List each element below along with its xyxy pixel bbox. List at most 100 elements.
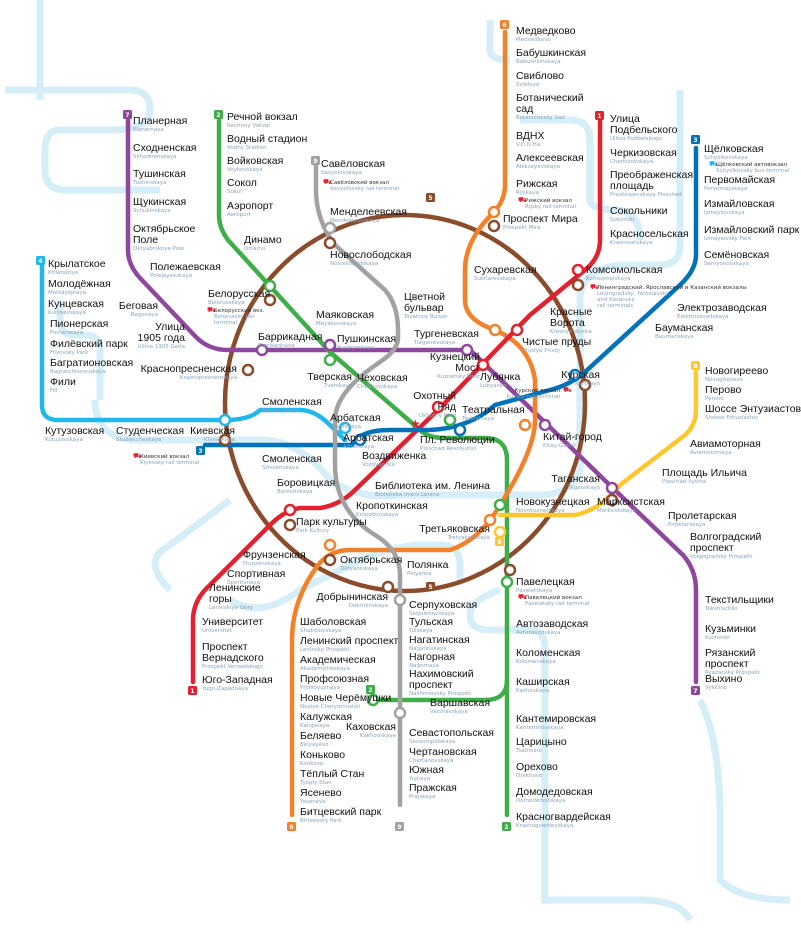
station-vykhino[interactable]: ВыхиноVykhino	[705, 673, 742, 691]
station-krilatskoye[interactable]: КрылатскоеKrilatskoye	[48, 258, 106, 276]
station-sukharevskaya[interactable]: СухаревскаяSukharevskaya	[474, 264, 537, 282]
station-domodedovskaya[interactable]: ДомодедовскаяDomodedovskaya	[516, 786, 593, 804]
station-semyonovskaya[interactable]: СемёновскаяSemyonovskaya	[704, 249, 769, 267]
station-noviye-cheryomushki[interactable]: Новые ЧерёмушкиNoviye Cheryomushki	[300, 692, 391, 710]
station-oktyabrskoye-pole[interactable]: ОктябрьскоеПолеOktyabrskoye Pole	[133, 223, 195, 252]
station-ulitsa-1905-goda[interactable]: Улица1905 годаUlitsa 1905 Goda	[138, 321, 186, 350]
station-serpukhovskaya[interactable]: СерпуховскаяSerpukhovskaya	[409, 599, 477, 617]
station-frunzenskaya[interactable]: ФрунзенскаяFrunzenskaya	[243, 549, 306, 567]
station-shabolovskaya[interactable]: ШаболовскаяShabolovskaya	[300, 616, 366, 634]
station-nakhimovsky-prospekt[interactable]: НахимовскийпроспектNakhimovsky Prospekt	[409, 668, 474, 697]
station-tulskaya[interactable]: ТульскаяTulskaya	[408, 616, 453, 634]
station-tyoply-stan[interactable]: Тёплый СтанTyoply Stan	[299, 768, 365, 786]
station-novoslobodskaya[interactable]: НовослободскаяNovoslobodskaya	[330, 249, 411, 267]
station-paveletskaya[interactable]: ПавелецкаяPaveletskaya	[516, 576, 575, 594]
station-chistye-prudy[interactable]: Чистые прудыChistye Prudy	[522, 336, 591, 354]
station-aviamotornaya[interactable]: АвиамоторнаяAviamotornaya	[690, 438, 761, 456]
station-bagratchionovskaya[interactable]: БагратионовскаяBagratchionovskaya	[50, 357, 133, 375]
station-krasnopresnenskaya[interactable]: КраснопресненскаяKrasnopresnenskaya	[141, 363, 237, 381]
station-sviblovo[interactable]: СвибловоSviblovo	[516, 70, 564, 88]
station-marksistskaya[interactable]: МарксистскаяMarksistskaya	[597, 496, 665, 514]
station-baumanskaya[interactable]: БауманскаяBaumanskaya	[655, 322, 713, 340]
station-teatralnaya[interactable]: ТеатральнаяTeatralnaya	[461, 404, 525, 422]
station-pervomayskaya[interactable]: ПервомайскаяPervomayskaya	[704, 174, 775, 192]
station-sevastopolskaya[interactable]: СевастопольскаяSevastopolskaya	[409, 727, 494, 745]
station-sokolniki[interactable]: СокольникиSokolniki	[610, 205, 668, 223]
station-schukinskaya[interactable]: ЩукинскаяSchukinskaya	[133, 196, 186, 214]
station-mendeleyevskaya[interactable]: МенделеевскаяMendeleyevskaya	[330, 206, 407, 224]
station-nagatinskaya[interactable]: НагатинскаяNagatinskaya	[409, 634, 470, 652]
station-novokuznetskaya[interactable]: НовокузнецкаяNovokuznetskaya	[516, 496, 590, 514]
station-profsoyuznaya[interactable]: ПрофсоюзнаяProfsoyuznaya	[300, 673, 369, 691]
station-krasnogvardeyskaya[interactable]: КрасногвардейскаяKrasnogvardeyskaya	[516, 811, 611, 829]
station-orekhovo[interactable]: ОреховоOrekhovo	[516, 761, 558, 779]
station-kuntsevskaya[interactable]: КунцевскаяKuntsevskaya	[48, 298, 104, 316]
station-krasnoselskaya[interactable]: КрасносельскаяKrasnoselskaya	[610, 228, 689, 246]
station-arbatskaya[interactable]: АрбатскаяArbatskaya	[343, 432, 394, 450]
station-mayakovskaya[interactable]: МаяковскаяMayakovskaya	[316, 309, 374, 327]
station-preobrajenskaya-ploschad[interactable]: ПреображенскаяплощадьPreobrajenskaya Plo…	[610, 169, 693, 198]
station-elektrozavodskaya[interactable]: ЭлектрозаводскаяElektrozavodskaya	[677, 302, 767, 320]
station-kakhovskaya[interactable]: КаховскаяKakhovskaya	[346, 721, 396, 739]
station-alekseyevskaya[interactable]: АлексеевскаяAlekseyevskaya	[516, 152, 584, 170]
station-kutuzovskaya[interactable]: КутузовскаяKutuzovskaya	[45, 425, 104, 443]
station-volgogradsky-prospekt[interactable]: ВолгоградскийпроспектVolgogradsky Prospe…	[690, 531, 762, 560]
station-leninskiye-gory[interactable]: ЛенинскиегорыLeninskiye Gory	[209, 582, 261, 611]
station-dinamo[interactable]: ДинамоDinamo	[244, 234, 282, 252]
station-yujnaya[interactable]: ЮжнаяYujnaya	[408, 764, 444, 782]
station-izmaylovsky-park[interactable]: Измайловский паркIzmaylovsky Park	[704, 224, 800, 242]
station-tsaritsino[interactable]: ЦарицыноTsaritsino	[515, 736, 567, 754]
station-yasenevo[interactable]: ЯсеневоYasenevo	[299, 787, 342, 805]
station-novogireyevo[interactable]: НовогиреевоNovogireyevo	[705, 365, 768, 383]
station-planernaya[interactable]: ПланернаяPlanernaya	[133, 115, 187, 133]
station-skhodnenskaya[interactable]: СходненскаяSkhodnenskaya	[133, 142, 197, 160]
station-chekhovskaya[interactable]: ЧеховскаяChekhovskaya	[357, 372, 408, 390]
station-pionerskaya[interactable]: ПионерскаяPionerskaya	[50, 318, 108, 336]
station-prospekt-mira[interactable]: Проспект МираProspekt Mira	[503, 213, 578, 231]
station-fili[interactable]: ФилиFili	[50, 376, 76, 394]
station-sportivnaya[interactable]: СпортивнаяSportivnaya	[227, 568, 285, 586]
station-tsvetnoy-bulvar[interactable]: ЦветнойбульварTsvetnoy Bulvar	[403, 291, 448, 320]
station-v-d-n-ha-[interactable]: ВДНХV.D.N.Ha.	[516, 130, 544, 148]
station-ryazansky-prospekt[interactable]: РязанскийпроспектRyazansky Prospekt	[705, 647, 760, 676]
station-filyovsky-park[interactable]: Филёвский паркFilyovsky Park	[50, 338, 128, 356]
station-prajskaya[interactable]: ПражскаяPrajskaya	[409, 782, 457, 800]
station-kitay-gorod[interactable]: Китай-городKitay-Gorod	[543, 431, 602, 449]
station-bittsevsky-park[interactable]: Битцевский паркBittsevsky Park	[300, 806, 382, 824]
station-chertanovskaya[interactable]: ЧертановскаяChertanovskaya	[409, 746, 477, 764]
station-yugo-zapadnaya[interactable]: Юго-ЗападнаяYugo-Zapadnaya	[201, 674, 273, 692]
station-aeroport[interactable]: АэропортAeroport	[227, 200, 273, 218]
station-savyolovskaya[interactable]: СавёловскаяSavyolovskaya	[321, 158, 385, 176]
station-arbatskaya[interactable]: АрбатскаяArbatskaya	[330, 412, 381, 430]
station-voykovskaya[interactable]: ВойковскаяVoykovskaya	[227, 155, 283, 173]
station-rechnoy-vokzal[interactable]: Речной вокзалRechnoy Vokzal	[227, 111, 298, 129]
station-vodny-stadion[interactable]: Водный стадионVodny Stadion	[227, 133, 307, 151]
station-tverskaya[interactable]: ТверскаяTverskaya	[307, 371, 352, 389]
station-rijskaya[interactable]: РижскаяRijskaya	[516, 178, 558, 196]
station-ploschad-revolyutsii[interactable]: Пл. РеволюцииPloschad Revolyutsii	[420, 434, 495, 452]
station-taganskaya[interactable]: ТаганскаяTaganskaya	[551, 473, 600, 491]
station-vozdvijenka[interactable]: ВоздвиженкаVozdvijenka	[362, 450, 426, 468]
station-ulitsa-podbelskogo[interactable]: УлицаПодбельскогоUlitsa Podbelskogo	[610, 113, 678, 142]
station-barrikadnaya[interactable]: БаррикаднаяBarrikadnaya	[258, 331, 322, 349]
station-schyolkovskaya[interactable]: ЩёлковскаяSchyolkovskaya	[704, 143, 763, 161]
station-krasnye-vorota[interactable]: КрасныеВоротаKrasnye Vorota	[550, 306, 592, 335]
station-universitet[interactable]: УниверситетUniversitet	[202, 616, 263, 634]
station-proletarskaya[interactable]: ПролетарскаяProletarskaya	[668, 510, 737, 528]
station-kuznetsky-most[interactable]: КузнецкийМостKuznetsky Most	[430, 351, 481, 380]
station-komsomolskaya[interactable]: КомсомольскаяKomsomolskaya	[586, 264, 662, 282]
station-cherkizovskaya[interactable]: ЧеркизовскаяCherkizovskaya	[610, 147, 677, 165]
station-akademicheskaya[interactable]: АкадемическаяAkademicheskaya	[300, 654, 376, 672]
station-botanichesky-sad[interactable]: БотаническийсадBotanichesky Sad	[516, 92, 584, 121]
station-shosse-entuziastov[interactable]: Шоссе ЭнтузиастовShosse Entuziastov	[705, 403, 801, 421]
station-sokol[interactable]: СоколSokol	[227, 177, 257, 195]
station-kalujskaya[interactable]: КалужскаяKalujskaya	[300, 711, 352, 729]
station-varshavskaya[interactable]: ВаршавскаяVarshavskaya	[430, 697, 490, 715]
station-kantemirovskaya[interactable]: КантемировскаяKantemirovskaya	[516, 713, 596, 731]
station-polyanka[interactable]: ПолянкаPolyanka	[407, 559, 449, 577]
station-pushkinskaya[interactable]: ПушкинскаяPushkinskaya	[337, 333, 396, 351]
station-kuzminki[interactable]: КузьминкиKuzminki	[705, 623, 756, 641]
station-avtozavodskaya[interactable]: АвтозаводскаяAvtozavodskaya	[516, 618, 588, 636]
station-medvedkovo[interactable]: МедведковоMedvedkovo	[516, 25, 576, 43]
station-park-kultury[interactable]: Парк культурыPark Kultury	[296, 516, 367, 534]
